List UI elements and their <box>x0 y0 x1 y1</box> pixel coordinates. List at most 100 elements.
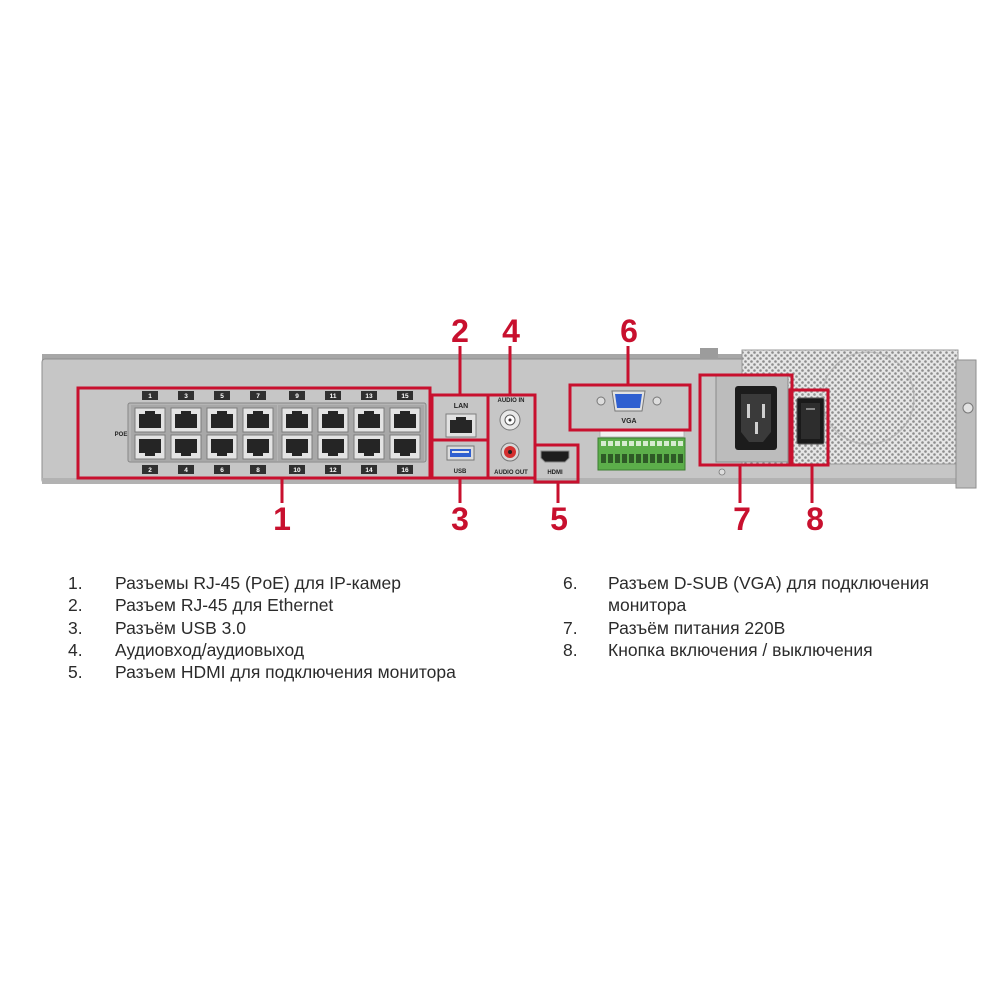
callout-number-5: 5 <box>550 501 568 537</box>
poe-port-9 <box>281 407 313 433</box>
port-number-tag: 13 <box>361 391 377 400</box>
port-number-tag: 7 <box>250 391 266 400</box>
lan-port: LAN <box>445 403 477 438</box>
port-opening <box>394 439 416 453</box>
terminal-screw <box>608 441 613 446</box>
port-number: 5 <box>220 393 224 400</box>
port-number: 11 <box>330 393 337 400</box>
port-opening <box>139 439 161 453</box>
terminal-opening <box>615 454 620 463</box>
power-pin-right <box>762 404 765 418</box>
port-opening <box>322 414 344 428</box>
vga-label: VGA <box>621 418 636 425</box>
power-pin-left <box>747 404 750 418</box>
legend-item-5: 5. Разъем HDMI для подключения монитора <box>68 661 456 683</box>
port-latch-notch <box>217 452 227 456</box>
callout-number-7: 7 <box>733 501 751 537</box>
port-number-tag: 15 <box>397 391 413 400</box>
legend-text: Кнопка включения / выключения <box>608 639 873 660</box>
legend-item-4: 4. Аудиовход/аудиовыход <box>68 639 456 661</box>
legend-item-7: 7. Разъём питания 220В <box>563 617 966 639</box>
terminal-opening <box>636 454 641 463</box>
poe-port-7 <box>242 407 274 433</box>
legend-number: 4. <box>68 639 83 660</box>
legend-item-3: 3. Разъём USB 3.0 <box>68 617 456 639</box>
poe-port-10 <box>281 434 313 460</box>
chassis-top-edge <box>42 354 958 360</box>
audio-in-pin <box>508 418 512 422</box>
callout-lines <box>280 346 814 503</box>
terminal-opening <box>657 454 662 463</box>
port-tag-background <box>142 391 158 400</box>
port-number: 7 <box>256 393 260 400</box>
legend-number: 5. <box>68 662 83 682</box>
port-tag-background <box>289 465 305 474</box>
port-opening <box>175 414 197 428</box>
port-number: 6 <box>220 467 224 474</box>
legend-text: Разъем RJ-45 для Ethernet <box>115 595 334 616</box>
callout-number-6: 6 <box>620 313 638 349</box>
port-opening <box>139 414 161 428</box>
port-tag-background <box>289 391 305 400</box>
port-number: 16 <box>401 467 409 474</box>
port-tag-background <box>250 465 266 474</box>
port-number-tag: 10 <box>289 465 305 474</box>
port-opening <box>394 414 416 428</box>
callout-number-2: 2 <box>451 313 469 349</box>
terminal-opening <box>678 454 683 463</box>
legend-number: 1. <box>68 573 83 593</box>
port-opening <box>211 414 233 428</box>
vga-insert <box>615 394 642 408</box>
port-number-tag: 14 <box>361 465 377 474</box>
terminal-screw <box>601 441 606 446</box>
port-number-tag: 3 <box>178 391 194 400</box>
terminal-label-strip <box>599 430 685 438</box>
poe-port-16 <box>389 434 421 460</box>
power-switch-mark <box>806 408 815 410</box>
legend-number: 2. <box>68 595 83 616</box>
legend-text: Аудиовход/аудиовыход <box>115 639 305 660</box>
ground-screw <box>718 468 726 476</box>
port-number: 1 <box>148 393 152 400</box>
port-opening <box>211 439 233 453</box>
callout-box-8 <box>788 388 830 467</box>
port-latch-notch <box>328 452 338 456</box>
vga-port: VGA <box>596 390 662 425</box>
port-number: 2 <box>148 467 152 474</box>
side-bracket <box>955 359 977 489</box>
port-latch-notch <box>364 452 374 456</box>
port-number-tag: 12 <box>325 465 341 474</box>
poe-port-1 <box>134 407 166 433</box>
legend-item-8: 8. Кнопка включения / выключения <box>563 639 966 661</box>
port-number: 8 <box>256 467 260 474</box>
audio-out-pin <box>508 450 512 454</box>
port-latch-notch <box>145 411 155 415</box>
poe-port-2 <box>134 434 166 460</box>
power-pin-earth <box>755 422 758 434</box>
power-socket <box>715 375 789 476</box>
legend-number: 6. <box>563 573 578 593</box>
lan-label: LAN <box>454 403 468 410</box>
terminal-opening <box>643 454 648 463</box>
top-tab <box>700 348 718 359</box>
port-number-tag: 2 <box>142 465 158 474</box>
poe-port-13 <box>353 407 385 433</box>
port-opening <box>286 439 308 453</box>
legend-left-column: 1. Разъемы RJ-45 (PoE) для IP-камер 2. Р… <box>68 572 456 683</box>
callout-number-1: 1 <box>273 501 291 537</box>
poe-port-14 <box>353 434 385 460</box>
power-switch <box>796 397 825 445</box>
poe-port-6 <box>206 434 238 460</box>
terminal-screw <box>622 441 627 446</box>
port-latch-notch <box>400 452 410 456</box>
terminal-screw <box>629 441 634 446</box>
poe-port-15 <box>389 407 421 433</box>
port-latch-notch <box>253 411 263 415</box>
port-number: 10 <box>293 467 301 474</box>
port-number: 14 <box>365 467 373 474</box>
terminal-screw <box>678 441 683 446</box>
legend-text: Разъем HDMI для подключения монитора <box>115 662 456 682</box>
port-latch-notch <box>364 411 374 415</box>
